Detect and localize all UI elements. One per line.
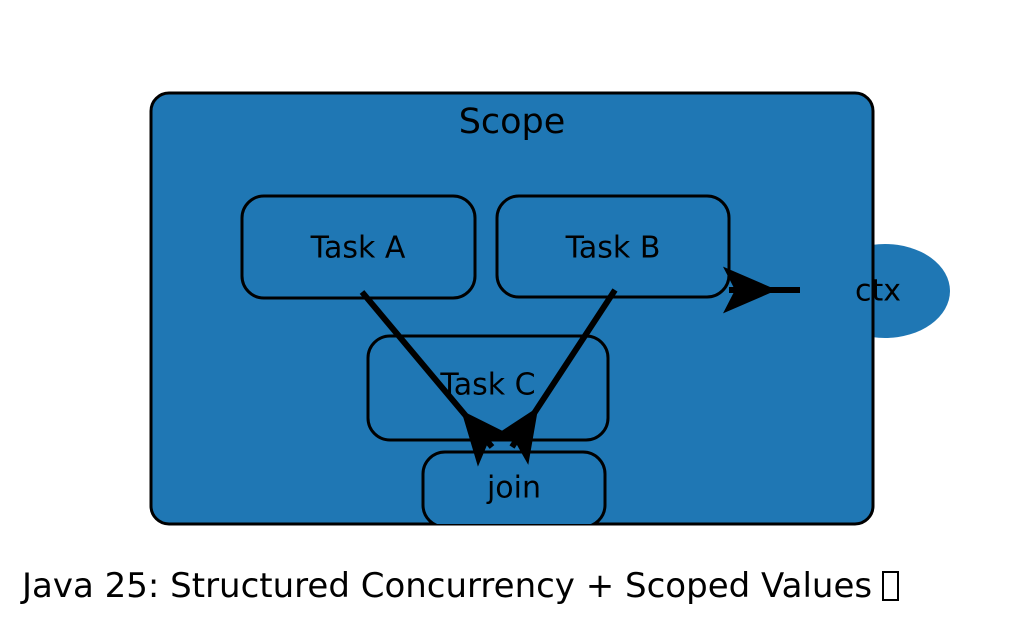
edge-task-b-to-join xyxy=(489,288,618,465)
scope-title: Scope xyxy=(459,102,566,142)
task-c-label: Task C xyxy=(439,368,535,403)
missing-glyph-box-icon xyxy=(882,571,900,601)
join-label: join xyxy=(486,471,541,506)
task-a-node xyxy=(240,194,477,300)
caption: Java 25: Structured Concurrency + Scoped… xyxy=(22,566,900,606)
ctx-label: ctx xyxy=(855,274,901,309)
edge-task-a-to-join xyxy=(359,290,514,467)
task-b-label: Task B xyxy=(565,231,661,266)
caption-text: Java 25: Structured Concurrency + Scoped… xyxy=(22,566,873,606)
task-a-label: Task A xyxy=(310,231,406,266)
